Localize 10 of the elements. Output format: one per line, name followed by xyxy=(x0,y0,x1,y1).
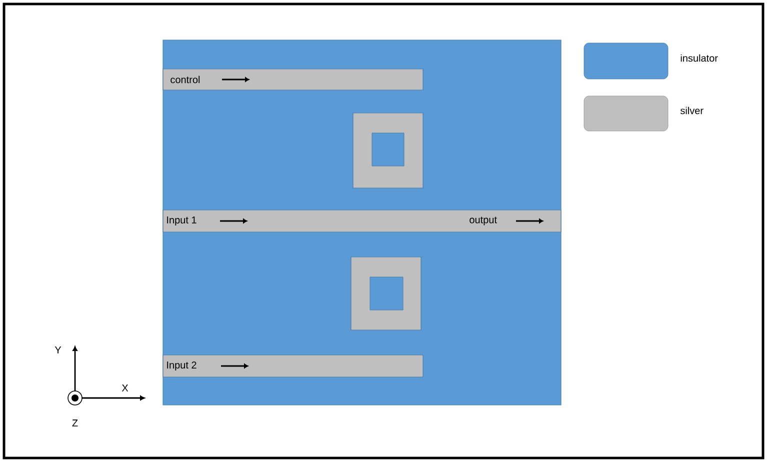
legend-label: silver xyxy=(680,106,704,114)
axis-label: Z xyxy=(72,420,78,426)
axis-label: X xyxy=(122,384,128,392)
ring-resonator xyxy=(352,112,424,188)
axis-label: Y xyxy=(54,346,62,354)
legend-label: insulator xyxy=(680,54,718,62)
waveguide-bar: control xyxy=(162,68,424,90)
waveguide-bar: Input 2 xyxy=(162,354,424,378)
waveguide-bar: Input 1 output xyxy=(162,210,562,232)
ring-resonator xyxy=(350,256,422,330)
